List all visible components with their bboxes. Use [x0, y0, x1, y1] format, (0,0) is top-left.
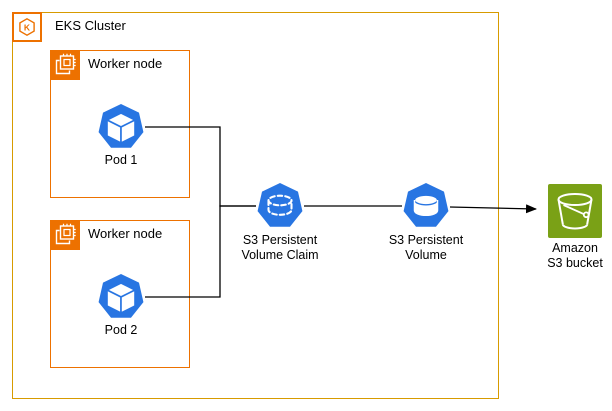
eks-cluster-label: EKS Cluster	[55, 18, 126, 33]
kubernetes-pod-icon	[98, 104, 144, 148]
pvc-label-line2: Volume Claim	[241, 247, 319, 262]
pv-label-line2: Volume	[405, 247, 447, 262]
s3-bucket-label-line1: Amazon	[552, 241, 598, 255]
s3-bucket-icon	[548, 184, 602, 238]
pvc-label-line1: S3 Persistent	[242, 233, 318, 247]
eks-cluster-box	[12, 12, 499, 399]
pod-2-label: Pod 2	[104, 323, 138, 337]
kubernetes-pod-icon	[98, 274, 144, 318]
worker-node-2-label: Worker node	[88, 226, 163, 241]
pv-label-line1: S3 Persistent	[388, 233, 464, 247]
kubernetes-pvc-icon	[257, 183, 303, 227]
eks-cluster-icon: K	[12, 12, 42, 42]
kubernetes-pv-icon	[403, 183, 449, 227]
worker-node-1-label: Worker node	[88, 56, 163, 71]
s3-bucket-label: Amazon S3 bucket	[533, 241, 612, 270]
ec2-instance-icon	[50, 50, 80, 80]
ec2-instance-icon	[50, 220, 80, 250]
s3-bucket-label-line2: S3 bucket	[547, 255, 603, 270]
pvc-label: S3 Persistent Volume Claim	[218, 233, 342, 262]
svg-text:K: K	[24, 22, 31, 32]
pod-1-label: Pod 1	[104, 153, 138, 167]
pv-label: S3 Persistent Volume	[364, 233, 488, 262]
